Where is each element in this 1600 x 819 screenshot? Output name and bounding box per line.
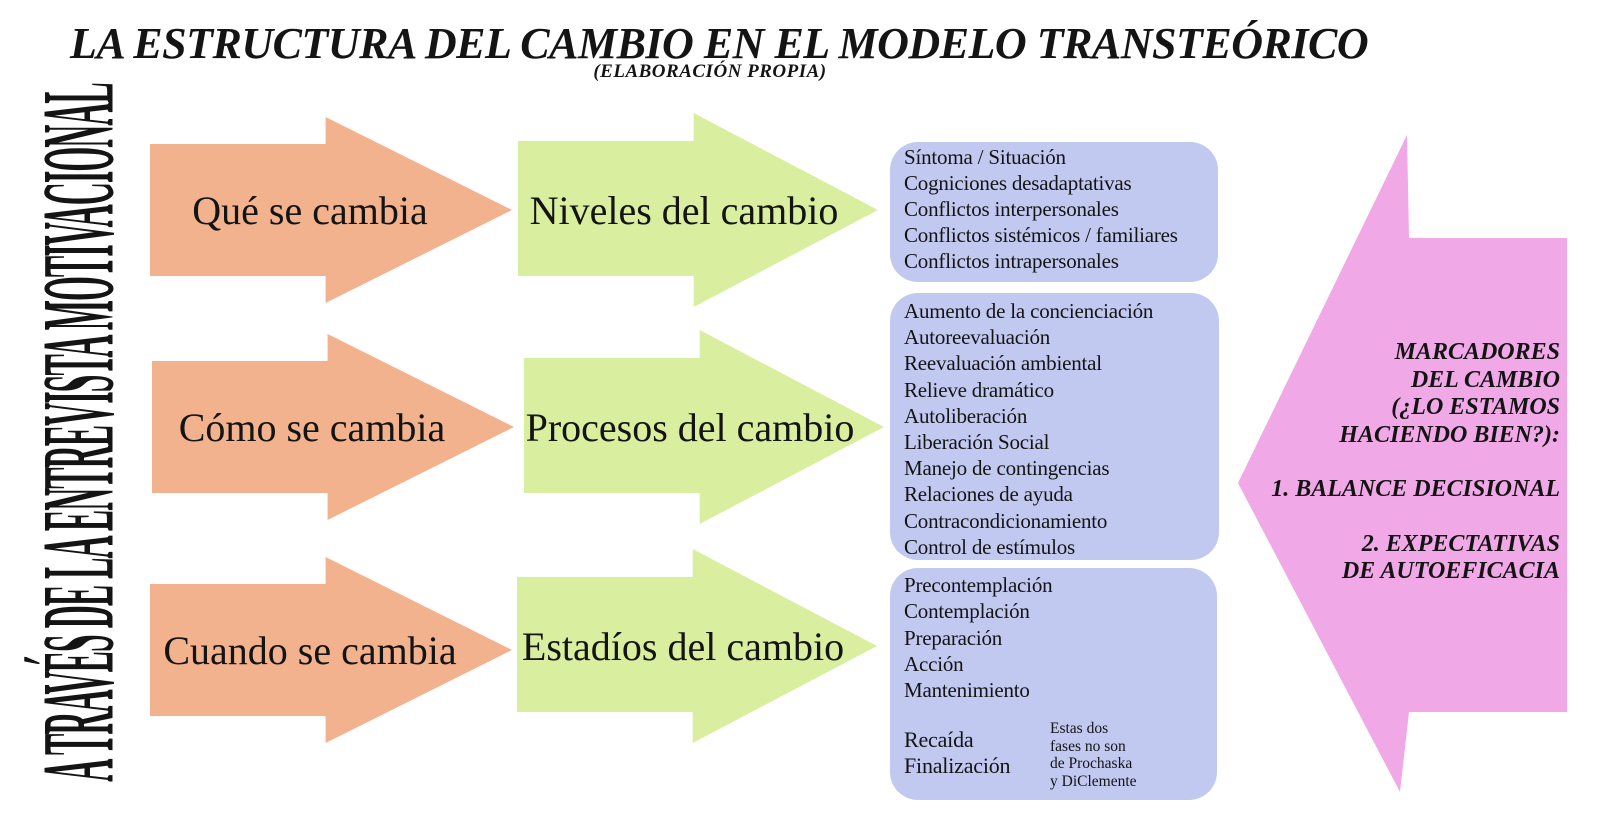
list-item: Finalización: [904, 753, 1011, 779]
arrow-label: Cómo se cambia: [178, 404, 446, 450]
list-item: Contracondicionamiento: [904, 508, 1108, 533]
list-item: Relaciones de ayuda: [904, 482, 1073, 507]
list-item: Recaída: [904, 727, 974, 752]
left-axis-text: A TRAVÉS DE LA ENTREVISTA MOTIVACIONAL: [21, 82, 135, 782]
markers-heading-line: HACIENDO BIEN?):: [1339, 421, 1560, 448]
dimension-arrow-niveles-del-cambio: Niveles del cambio: [518, 113, 878, 307]
arrow-label: Estadíos del cambio: [521, 623, 845, 669]
extra-stages-list: Recaída Finalización: [904, 727, 1011, 780]
stages-list-box: Precontemplación Contemplación Preparaci…: [890, 568, 1217, 800]
page-subtitle: (ELABORACIÓN PROPIA): [593, 61, 827, 82]
list-item: Preparación: [904, 625, 1003, 650]
list-item: Relieve dramático: [904, 377, 1054, 402]
markers-point-2-line: DE AUTOEFICACIA: [1341, 558, 1560, 584]
markers-heading-line: MARCADORES: [1394, 339, 1560, 365]
footnote-line: de Prochaska: [1050, 755, 1133, 773]
question-arrow-como-se-cambia: Cómo se cambia: [152, 334, 514, 520]
left-axis-label: A TRAVÉS DE LA ENTREVISTA MOTIVACIONAL: [21, 83, 135, 782]
question-arrow-que-se-cambia: Qué se cambia: [150, 117, 512, 303]
levels-list-box: Síntoma / Situación Cogniciones desadapt…: [890, 142, 1218, 282]
arrow-label: Procesos del cambio: [525, 404, 855, 450]
list-item: Reevaluación ambiental: [904, 351, 1102, 376]
list-item: Síntoma / Situación: [904, 145, 1066, 169]
list-item: Autoliberación: [904, 403, 1028, 428]
footnote-line: fases no son: [1050, 737, 1126, 755]
footnote-line: Estas dos: [1050, 720, 1109, 737]
list-item: Autoreevaluación: [904, 325, 1051, 350]
list-item: Aumento de la concienciación: [904, 299, 1154, 323]
list-item: Mantenimiento: [904, 678, 1030, 703]
list-item: Control de estímulos: [904, 534, 1075, 559]
markers-heading-line: DEL CAMBIO: [1410, 366, 1560, 393]
arrow-label: Cuando se cambia: [163, 627, 457, 673]
markers-point-2-line: 2. EXPECTATIVAS: [1361, 530, 1560, 557]
question-arrow-cuando-se-cambia: Cuando se cambia: [150, 557, 512, 743]
arrow-label: Niveles del cambio: [529, 187, 839, 233]
list-item: Conflictos interpersonales: [904, 197, 1119, 221]
list-item: Acción: [904, 651, 964, 676]
list-item: Cogniciones desadaptativas: [904, 171, 1132, 195]
markers-point-1: 1. BALANCE DECISIONAL: [1271, 476, 1560, 502]
processes-list-box: Aumento de la concienciación Autoreevalu…: [890, 293, 1219, 560]
stages-footnote: Estas dos fases no son de Prochaska y Di…: [1050, 720, 1137, 790]
arrow-label: Qué se cambia: [192, 187, 428, 233]
dimension-arrow-procesos-del-cambio: Procesos del cambio: [524, 330, 884, 524]
dimension-arrow-estadios-del-cambio: Estadíos del cambio: [517, 549, 877, 743]
markers-heading-line: (¿LO ESTAMOS: [1391, 394, 1560, 420]
list-item: Precontemplación: [904, 573, 1053, 597]
list-item: Conflictos intrapersonales: [904, 249, 1119, 273]
list-item: Manejo de contingencias: [904, 456, 1110, 481]
markers-text: MARCADORES DEL CAMBIO (¿LO ESTAMOS HACIE…: [1271, 339, 1560, 586]
list-item: Contemplación: [904, 599, 1030, 624]
list-item: Conflictos sistémicos / familiares: [904, 223, 1178, 247]
footnote-line: y DiClemente: [1050, 772, 1137, 790]
page-title: LA ESTRUCTURA DEL CAMBIO EN EL MODELO TR…: [70, 19, 1369, 68]
markers-arrow: MARCADORES DEL CAMBIO (¿LO ESTAMOS HACIE…: [1238, 135, 1567, 792]
list-item: Liberación Social: [904, 430, 1050, 455]
